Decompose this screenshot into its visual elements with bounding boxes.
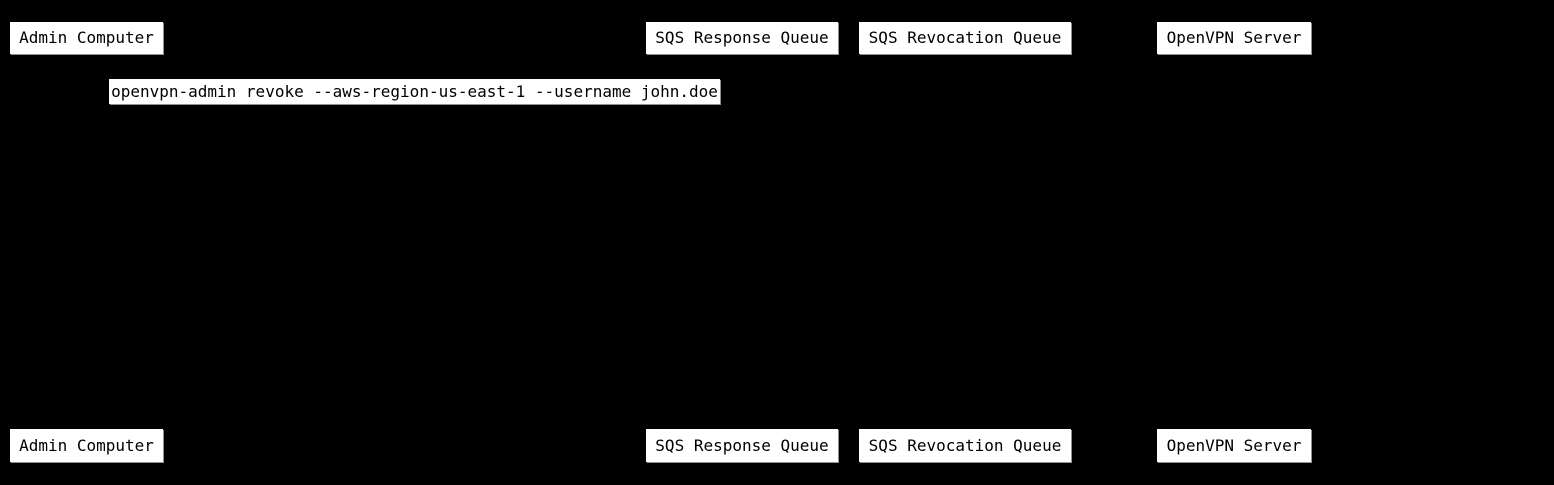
participant-openvpn-server-bottom: OpenVPN Server	[1157, 429, 1311, 462]
participant-admin-computer-bottom: Admin Computer	[10, 429, 163, 462]
participant-sqs-revocation-queue-top: SQS Revocation Queue	[859, 22, 1071, 54]
participant-sqs-revocation-queue-bottom: SQS Revocation Queue	[859, 429, 1071, 462]
participant-sqs-response-queue-bottom: SQS Response Queue	[646, 429, 838, 462]
participant-admin-computer-top: Admin Computer	[10, 22, 163, 54]
message-revoke-command-label: openvpn-admin revoke --aws-region-us-eas…	[109, 79, 720, 104]
participant-openvpn-server-top: OpenVPN Server	[1157, 22, 1311, 54]
participant-sqs-response-queue-top: SQS Response Queue	[646, 22, 838, 54]
